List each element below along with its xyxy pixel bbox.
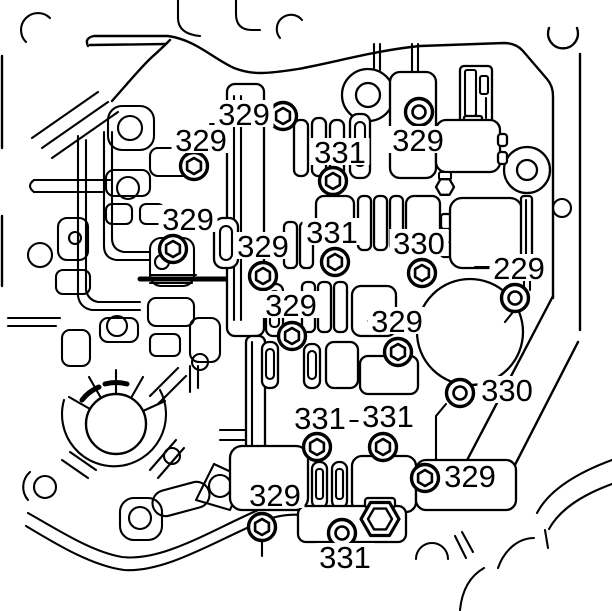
bolt-marker xyxy=(367,431,399,463)
callout-label: 329 xyxy=(371,304,423,339)
callout: 330 xyxy=(477,373,537,408)
callout-label: 229 xyxy=(493,251,545,286)
case-bosses xyxy=(340,42,552,195)
bolt-marker xyxy=(247,260,279,292)
callout-label: 329 xyxy=(392,123,444,158)
callout-label: 330 xyxy=(481,373,533,408)
callout: 329 xyxy=(440,459,500,494)
fastener-layer xyxy=(157,96,531,549)
callout-label: 330 xyxy=(393,226,445,261)
bolt-marker xyxy=(499,282,531,314)
callout-label: 329 xyxy=(237,229,289,264)
callout-label: 331 xyxy=(362,399,414,434)
bolt-marker xyxy=(434,171,456,196)
bolt-marker xyxy=(301,431,333,463)
callout-label: 329 xyxy=(265,288,317,323)
bolt-marker xyxy=(444,377,476,409)
callout: 331 xyxy=(310,135,370,170)
case-bolt-holes xyxy=(22,104,246,542)
bolt-marker xyxy=(406,257,438,289)
bolt-marker xyxy=(246,511,278,543)
case-web-passages xyxy=(6,90,255,480)
solenoid-a xyxy=(434,64,509,174)
callout-label: 329 xyxy=(249,478,301,513)
callout-label: 331 xyxy=(314,135,366,170)
callout-label: 329 xyxy=(162,202,214,237)
callout-label: 329 xyxy=(175,123,227,158)
callout: 229 xyxy=(489,251,549,286)
bolt-marker xyxy=(317,165,349,197)
bolt-marker xyxy=(267,100,299,132)
callout-label: 331 xyxy=(319,540,371,575)
callout: 331 xyxy=(358,399,418,434)
bolt-marker xyxy=(319,246,351,278)
bolt-marker xyxy=(178,150,210,182)
callout-label: 331 xyxy=(306,215,358,250)
bolt-marker xyxy=(276,320,308,352)
callout: 329 xyxy=(171,123,231,158)
callout: 331 xyxy=(315,540,375,575)
callout: 331 xyxy=(302,215,362,250)
callout: 329 xyxy=(233,229,293,264)
bolt-marker xyxy=(157,233,189,265)
callout-label: 329 xyxy=(444,459,496,494)
callout: 329 xyxy=(245,478,305,513)
callout: 329 xyxy=(261,288,321,323)
bolt-marker xyxy=(382,336,414,368)
callout-label: 331 xyxy=(294,401,346,436)
bolt-marker xyxy=(359,496,401,538)
bore-web-line xyxy=(434,402,448,470)
callout: 329 xyxy=(367,304,427,339)
bolt-marker xyxy=(409,462,441,494)
callout: 331 xyxy=(290,401,350,436)
callout: 329 xyxy=(158,202,218,237)
bolt-marker xyxy=(403,96,435,128)
callout: 329 xyxy=(214,97,274,132)
callout: 329 xyxy=(388,123,448,158)
callout: 330 xyxy=(389,226,449,261)
